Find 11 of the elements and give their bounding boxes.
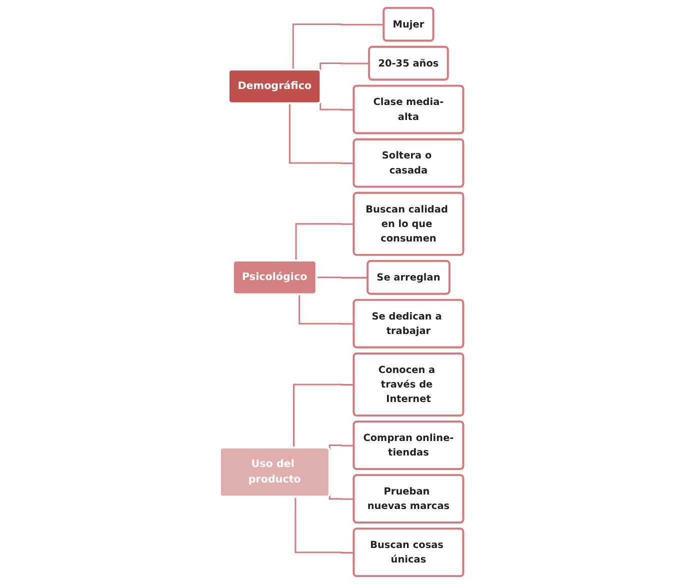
connector <box>328 494 354 500</box>
connector <box>292 24 384 70</box>
connector <box>294 497 354 554</box>
connector <box>320 62 370 71</box>
connector <box>328 444 354 450</box>
connector <box>298 294 354 325</box>
connector <box>292 384 354 448</box>
connector <box>288 104 354 164</box>
connector <box>295 223 354 261</box>
connector <box>316 276 368 278</box>
connector <box>320 102 354 111</box>
